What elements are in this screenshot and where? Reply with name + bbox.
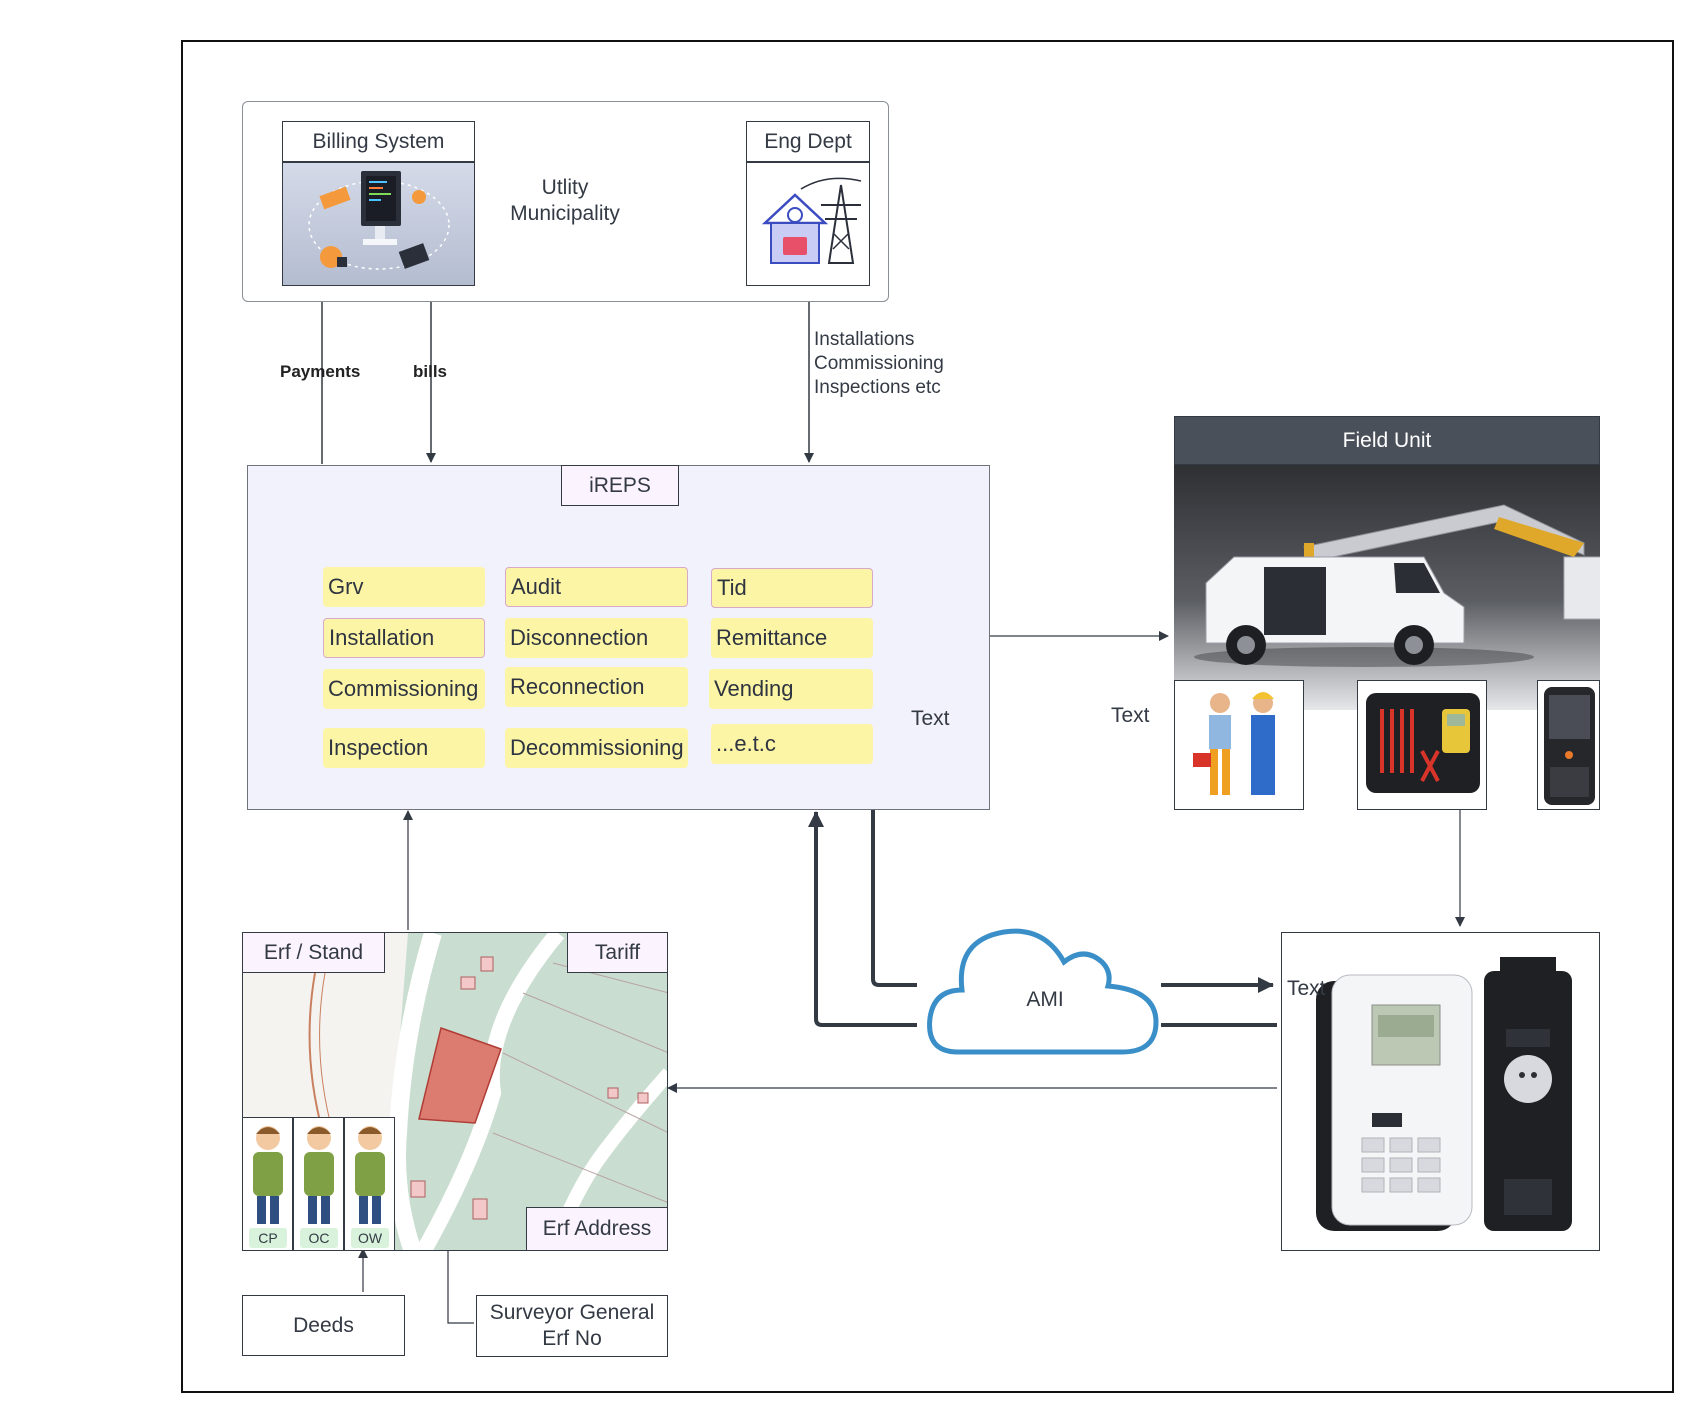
ireps-item-decommissioning: Decommissioning [505, 728, 688, 768]
field-unit-text-label: Text [1111, 704, 1150, 727]
ireps-to-ami-line [871, 810, 917, 987]
eng-dept-image [746, 162, 870, 286]
erf-address-label: Erf Address [526, 1207, 668, 1251]
computer-icon [308, 171, 450, 270]
person-tag-ow: OW [351, 1228, 389, 1248]
utility-label: Utlity Municipality [510, 176, 620, 225]
ireps-item-vending: Vending [709, 669, 873, 709]
billing-system-title: Billing System [282, 121, 475, 162]
deeds-box: Deeds [242, 1295, 405, 1356]
smart-meter-icon [1316, 957, 1572, 1231]
field-unit-header: Field Unit [1174, 416, 1600, 465]
payments-label: Payments [280, 362, 361, 381]
eng-dept-title: Eng Dept [746, 121, 870, 162]
person-tag-oc: OC [300, 1228, 338, 1248]
toolkit-image [1357, 680, 1487, 810]
billing-system-image [282, 162, 475, 286]
ireps-item-tid: Tid [711, 568, 873, 608]
ireps-item-installation: Installation [323, 618, 485, 658]
power-house-icon [761, 177, 862, 264]
person-cp: CP [242, 1117, 293, 1251]
surveyor-general-box: Surveyor General Erf No [476, 1295, 668, 1357]
erf-stand-title: Erf / Stand [242, 932, 385, 973]
person-icon [253, 1126, 283, 1224]
ami-label: AMI [1026, 988, 1064, 1011]
person-icon [304, 1126, 334, 1224]
field-unit-van-image [1174, 465, 1600, 710]
ireps-item-disconnection: Disconnection [505, 618, 688, 658]
ireps-title: iREPS [561, 465, 679, 506]
ireps-item-etc: ...e.t.c [711, 724, 873, 764]
ireps-item-grv: Grv [323, 567, 485, 607]
ireps-text-label: Text [911, 707, 950, 730]
bills-label: bills [413, 362, 448, 381]
ireps-item-commissioning: Commissioning [323, 669, 485, 709]
handheld-icon [1544, 687, 1595, 805]
ireps-item-remittance: Remittance [711, 618, 873, 658]
tariff-label: Tariff [567, 932, 668, 973]
ireps-item-reconnection: Reconnection [505, 667, 688, 707]
ireps-item-audit: Audit [505, 567, 688, 607]
person-tag-cp: CP [249, 1228, 287, 1248]
handheld-device-image [1537, 680, 1600, 810]
workers-icon [1193, 692, 1275, 795]
van-icon [1194, 504, 1600, 667]
meter-box [1281, 932, 1600, 1251]
person-ow: OW [344, 1117, 395, 1251]
diagram-frame [181, 40, 1674, 1393]
eng-dept-edge-label: Installations Commissioning Inspections … [814, 329, 944, 398]
person-icon [355, 1126, 385, 1224]
field-workers-image [1174, 680, 1304, 810]
ami-to-ireps-arrow [808, 811, 917, 1027]
toolkit-icon [1366, 693, 1480, 793]
ireps-item-inspection: Inspection [323, 728, 485, 768]
person-oc: OC [293, 1117, 344, 1251]
meter-text-label: Text [1287, 977, 1326, 1000]
